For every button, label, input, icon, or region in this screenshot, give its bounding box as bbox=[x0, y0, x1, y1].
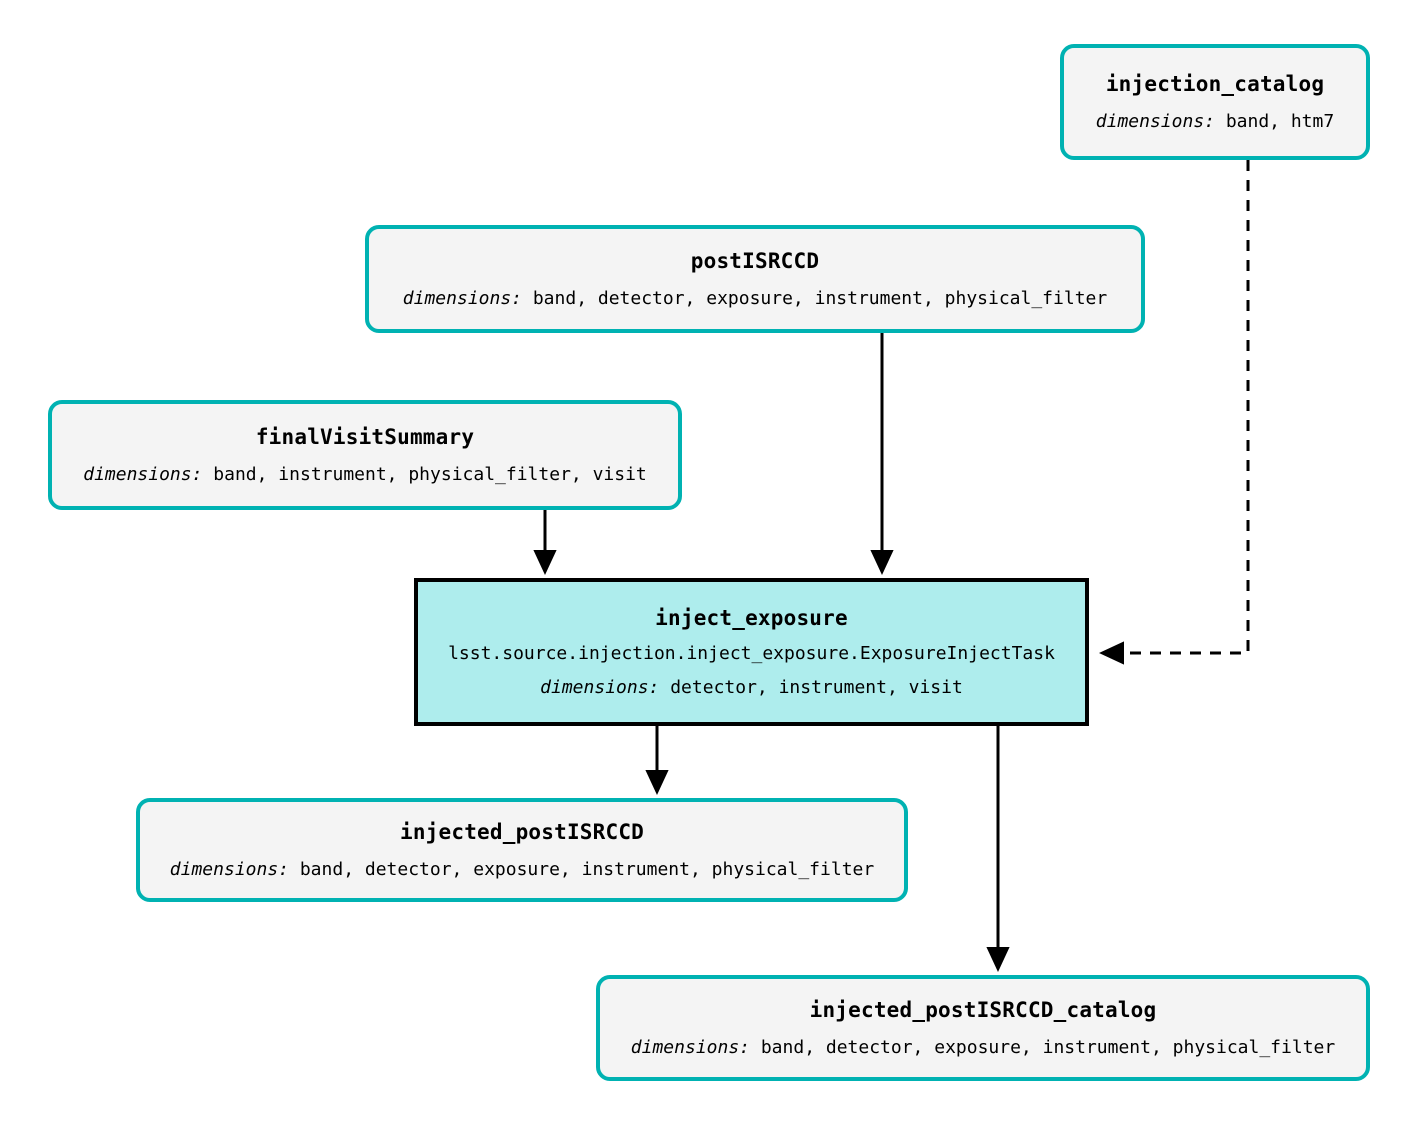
node-postisrccd[interactable]: postISRCCD dimensions: band, detector, e… bbox=[365, 225, 1145, 333]
dimensions-label: dimensions: bbox=[540, 676, 671, 698]
dimensions-value: detector, instrument, visit bbox=[670, 676, 963, 698]
node-dimensions: dimensions: band, detector, exposure, in… bbox=[169, 858, 875, 880]
node-dimensions: dimensions: band, instrument, physical_f… bbox=[83, 463, 647, 485]
node-title: postISRCCD bbox=[690, 248, 820, 273]
node-inject-exposure-task[interactable]: inject_exposure lsst.source.injection.in… bbox=[414, 578, 1089, 726]
node-title: injected_postISRCCD_catalog bbox=[809, 997, 1157, 1022]
node-task-class: lsst.source.injection.inject_exposure.Ex… bbox=[448, 642, 1055, 664]
dimensions-value: band, detector, exposure, instrument, ph… bbox=[760, 1036, 1336, 1058]
node-title: injection_catalog bbox=[1105, 71, 1325, 96]
dimensions-value: band, htm7 bbox=[1225, 110, 1335, 132]
node-title: finalVisitSummary bbox=[255, 424, 475, 449]
node-dimensions: dimensions: band, detector, exposure, in… bbox=[402, 287, 1108, 309]
dimensions-label: dimensions: bbox=[1095, 110, 1226, 132]
dimensions-label: dimensions: bbox=[402, 287, 533, 309]
node-injection-catalog[interactable]: injection_catalog dimensions: band, htm7 bbox=[1060, 44, 1370, 160]
node-dimensions: dimensions: band, detector, exposure, in… bbox=[630, 1036, 1336, 1058]
dimensions-value: band, instrument, physical_filter, visit bbox=[213, 463, 647, 485]
dimensions-label: dimensions: bbox=[630, 1036, 761, 1058]
node-title: inject_exposure bbox=[655, 605, 848, 630]
dimensions-value: band, detector, exposure, instrument, ph… bbox=[532, 287, 1108, 309]
node-dimensions: dimensions: detector, instrument, visit bbox=[540, 676, 963, 698]
node-injected-postisrccd[interactable]: injected_postISRCCD dimensions: band, de… bbox=[136, 798, 908, 902]
node-finalvisitsummary[interactable]: finalVisitSummary dimensions: band, inst… bbox=[48, 400, 682, 510]
node-title: injected_postISRCCD bbox=[399, 819, 645, 844]
dimensions-label: dimensions: bbox=[83, 463, 214, 485]
dimensions-value: band, detector, exposure, instrument, ph… bbox=[299, 858, 875, 880]
node-dimensions: dimensions: band, htm7 bbox=[1095, 110, 1335, 132]
node-injected-postisrccd-catalog[interactable]: injected_postISRCCD_catalog dimensions: … bbox=[596, 975, 1370, 1081]
dimensions-label: dimensions: bbox=[169, 858, 300, 880]
